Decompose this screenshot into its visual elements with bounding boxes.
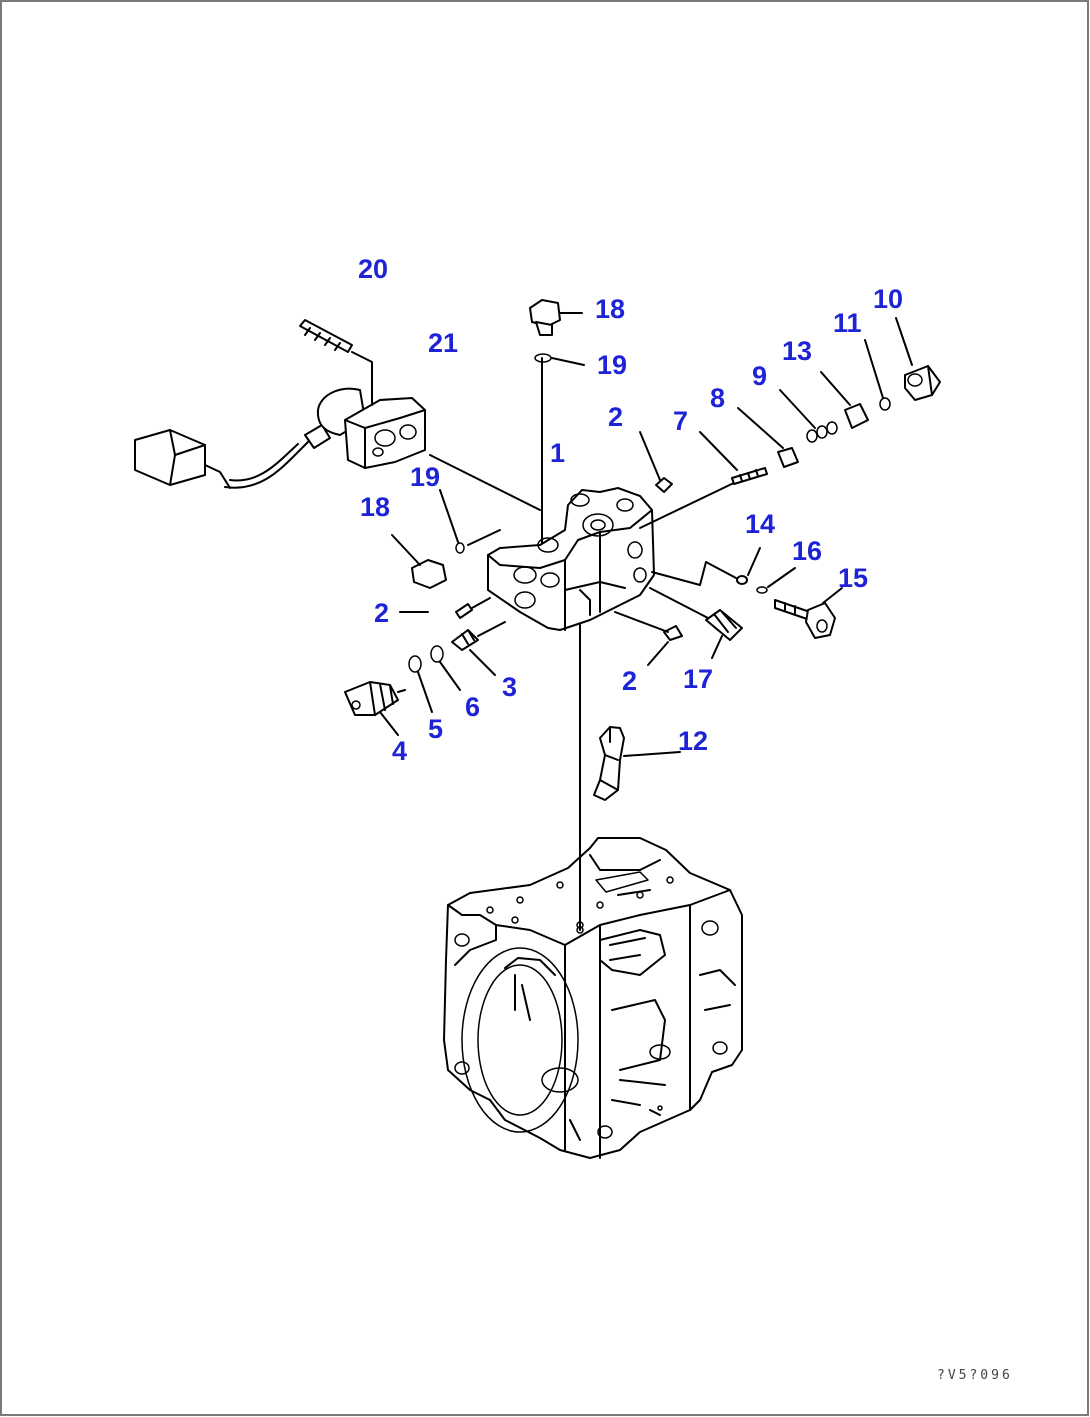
oring-19-left <box>439 489 501 554</box>
callout-c19a: 19 <box>597 350 627 380</box>
plug-4 <box>344 681 406 736</box>
oring-6 <box>430 645 461 691</box>
callout-c21: 21 <box>428 328 458 358</box>
ring-16 <box>756 567 796 594</box>
callout-c17: 17 <box>683 664 713 694</box>
plug-2-right <box>614 611 683 666</box>
plug-2-left <box>399 597 491 619</box>
callout-c6: 6 <box>465 692 480 722</box>
callout-c7: 7 <box>673 406 688 436</box>
spool-parts-right <box>639 365 941 529</box>
solenoid-assembly <box>134 319 426 489</box>
pump-housing <box>443 837 743 1159</box>
callout-c19b: 19 <box>410 462 440 492</box>
callout-c2c: 2 <box>622 666 637 696</box>
callout-c15: 15 <box>838 563 868 593</box>
callout-c8: 8 <box>710 383 725 413</box>
right-cluster-leaders <box>639 317 913 481</box>
callout-c9: 9 <box>752 361 767 391</box>
housing-port-dot <box>576 926 584 934</box>
fitting-17 <box>649 587 743 659</box>
plug-2-top <box>655 477 673 493</box>
drawing-reference-code: ?V5?096 <box>937 1368 1013 1383</box>
callout-c2a: 2 <box>608 402 623 432</box>
oring-5 <box>408 655 433 713</box>
lever-12 <box>593 726 681 801</box>
callout-c16: 16 <box>792 536 822 566</box>
callout-c4: 4 <box>392 736 407 766</box>
ball-14 <box>736 547 761 585</box>
callout-c14: 14 <box>745 509 775 539</box>
callout-c20: 20 <box>358 254 388 284</box>
callout-c3: 3 <box>502 672 517 702</box>
oring-19-top <box>534 353 585 366</box>
fitting-3 <box>451 621 506 676</box>
servo-valve-body <box>487 487 655 631</box>
callout-c2b: 2 <box>374 598 389 628</box>
callout-c12: 12 <box>678 726 708 756</box>
callout-c10: 10 <box>873 284 903 314</box>
callout-c11: 11 <box>833 308 862 338</box>
leader-14-body <box>651 561 737 586</box>
callout-c1: 1 <box>550 438 565 468</box>
plug-18-top <box>529 299 583 336</box>
leader-solenoid-to-body <box>429 454 541 511</box>
plug-18-left <box>391 534 447 589</box>
sensor-15 <box>774 587 843 639</box>
callout-c18a: 18 <box>595 294 625 324</box>
callout-c13: 13 <box>782 336 812 366</box>
callout-c18b: 18 <box>360 492 390 522</box>
callout-c5: 5 <box>428 714 443 744</box>
